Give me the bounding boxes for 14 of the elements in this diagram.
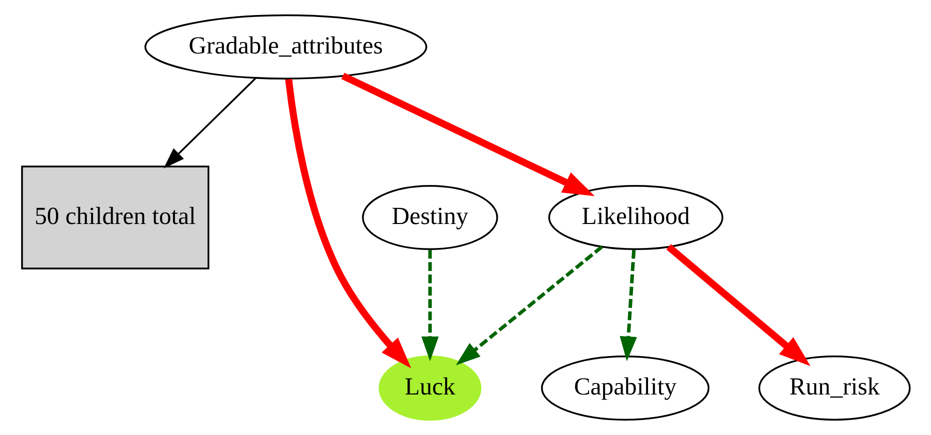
arrow [619,250,637,362]
arrow [420,250,438,362]
arrow [455,245,602,366]
node-box: 50 children total [20,166,209,270]
arrow [666,244,810,366]
arrow [340,72,594,196]
arrow [163,78,256,168]
node-ellipse: Gradable_attributes [144,14,427,80]
node-ellipse: Destiny [362,184,498,250]
arrow [284,78,411,368]
node-ellipse: Run_risk [758,356,910,421]
node-ellipse: Likelihood [548,184,723,250]
node-ellipse: Luck [378,356,481,421]
node-ellipse: Capability [540,356,709,421]
